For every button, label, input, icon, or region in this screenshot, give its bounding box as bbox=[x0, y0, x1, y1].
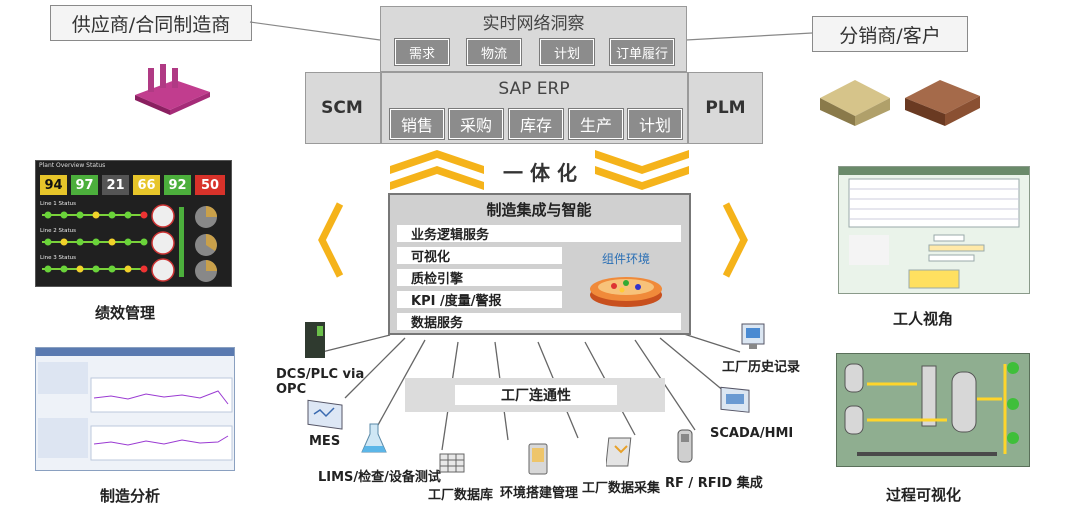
mi-row-kpi[interactable]: KPI /度量/警报 bbox=[397, 291, 562, 309]
network-item-logistics[interactable]: 物流 bbox=[467, 39, 521, 65]
dashboard-screenshot: Plant Overview Status 94 97 21 66 92 50 … bbox=[35, 160, 232, 287]
performance-caption: 绩效管理 bbox=[95, 304, 156, 322]
erp-item-inventory[interactable]: 库存 bbox=[509, 109, 563, 139]
mes-monitor-icon bbox=[307, 399, 343, 430]
warehouse-icon bbox=[820, 80, 980, 126]
process-graphic bbox=[844, 362, 1019, 456]
plant-db-label: 工厂数据库 bbox=[428, 488, 494, 503]
mi-row-quality-engine[interactable]: 质检引擎 bbox=[397, 269, 562, 287]
line-status-3: Line 3 Status bbox=[40, 255, 76, 261]
component-env-label: 组件环境 bbox=[601, 251, 650, 266]
erp-center-divider-right bbox=[687, 73, 689, 143]
lab-flask-icon bbox=[361, 423, 387, 453]
collector-device-icon bbox=[606, 437, 632, 467]
mi-row-business-logic[interactable]: 业务逻辑服务 bbox=[397, 225, 681, 243]
history-monitor-icon bbox=[741, 323, 765, 349]
env-device-icon bbox=[528, 443, 548, 475]
plm-label: PLM bbox=[705, 98, 746, 118]
analysis-screenshot bbox=[35, 347, 235, 471]
right-chevron-icon bbox=[722, 202, 748, 278]
line-status-2: Line 2 Status bbox=[40, 228, 76, 234]
plc-device-icon bbox=[305, 322, 325, 358]
dashboard-graphics bbox=[42, 204, 217, 282]
distributor-label: 分销商/客户 bbox=[812, 16, 968, 52]
history-label: 工厂历史记录 bbox=[722, 360, 801, 375]
erp-item-sales[interactable]: 销售 bbox=[390, 109, 444, 139]
worker-screenshot bbox=[838, 166, 1030, 294]
kpi-2: 97 bbox=[71, 175, 98, 195]
kpi-4: 66 bbox=[133, 175, 160, 195]
mi-row-data-services[interactable]: 数据服务 bbox=[397, 313, 681, 331]
lims-label: LIMS/检查/设备测试 bbox=[318, 470, 441, 485]
worker-caption: 工人视角 bbox=[893, 310, 954, 328]
plant-collect-label: 工厂数据采集 bbox=[582, 481, 661, 496]
line-status-1: Line 1 Status bbox=[40, 201, 76, 207]
database-grid-icon bbox=[439, 453, 465, 473]
network-item-demand[interactable]: 需求 bbox=[395, 39, 449, 65]
kpi-6: 50 bbox=[195, 175, 225, 195]
erp-item-purchase[interactable]: 采购 bbox=[449, 109, 503, 139]
erp-panel: SCM SAP ERP 销售 采购 库存 生产 计划 PLM bbox=[305, 72, 763, 144]
erp-item-plan[interactable]: 计划 bbox=[628, 109, 682, 139]
network-insight-title: 实时网络洞察 bbox=[482, 13, 585, 34]
dcs-label: DCS/PLC via OPC bbox=[276, 367, 365, 397]
rfid-scanner-icon bbox=[677, 429, 693, 463]
analysis-caption: 制造分析 bbox=[100, 487, 161, 505]
scm-label: SCM bbox=[321, 98, 363, 118]
process-screenshot bbox=[836, 353, 1030, 467]
mi-box: 制造集成与智能 业务逻辑服务 可视化 质检引擎 KPI /度量/警报 数据服务 … bbox=[388, 193, 691, 335]
mi-row-visualization[interactable]: 可视化 bbox=[397, 247, 562, 265]
factory-icon bbox=[135, 64, 210, 115]
connectivity-label: 工厂连通性 bbox=[455, 385, 617, 405]
component-env-icon bbox=[590, 277, 662, 307]
process-caption: 过程可视化 bbox=[886, 486, 962, 504]
erp-title: SAP ERP bbox=[498, 79, 570, 99]
network-insight-panel: 实时网络洞察 需求 物流 计划 订单履行 bbox=[380, 6, 687, 72]
worker-form bbox=[848, 178, 1020, 289]
integration-label: 一 体 化 bbox=[503, 160, 577, 185]
analysis-chart bbox=[38, 362, 233, 461]
mi-title: 制造集成与智能 bbox=[486, 200, 592, 219]
kpi-5: 92 bbox=[164, 175, 191, 195]
network-item-plan[interactable]: 计划 bbox=[540, 39, 594, 65]
kpi-1: 94 bbox=[40, 175, 67, 195]
integration-arrows bbox=[390, 150, 689, 190]
scada-monitor-icon bbox=[720, 386, 750, 413]
dashboard-title: Plant Overview Status bbox=[39, 162, 106, 169]
supplier-label: 供应商/合同制造商 bbox=[50, 5, 252, 41]
rfid-label: RF / RFID 集成 bbox=[665, 476, 763, 491]
left-chevron-icon bbox=[318, 202, 344, 278]
env-mgmt-label: 环境搭建管理 bbox=[500, 486, 579, 501]
erp-center-divider-left bbox=[380, 73, 382, 143]
erp-item-production[interactable]: 生产 bbox=[569, 109, 623, 139]
network-item-order-fulfillment[interactable]: 订单履行 bbox=[610, 39, 674, 65]
kpi-3: 21 bbox=[102, 175, 129, 195]
scada-label: SCADA/HMI bbox=[710, 426, 794, 441]
mes-label: MES bbox=[309, 434, 341, 449]
